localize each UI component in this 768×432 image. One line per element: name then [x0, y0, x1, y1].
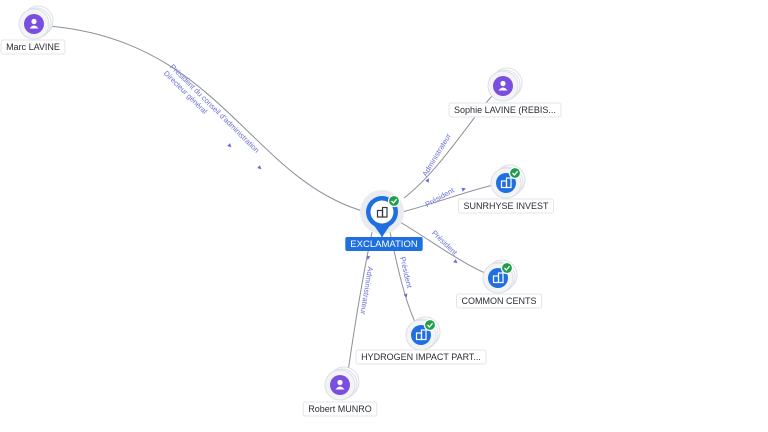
edge-arrow	[257, 165, 262, 170]
node-common[interactable]: COMMON CENTS	[456, 259, 542, 309]
center-node[interactable]: EXCLAMATION	[345, 190, 423, 251]
edge-role-label: Administrateur	[420, 131, 453, 178]
node-label-box	[302, 401, 378, 417]
node-label: Robert MUNRO	[308, 404, 372, 414]
edge-arrow	[227, 143, 232, 148]
node-label: Marc LAVINE	[6, 42, 60, 52]
edge-line	[401, 184, 495, 213]
node-sophie[interactable]: Sophie LAVINE (REBIS...	[448, 67, 562, 118]
verified-check-icon	[423, 318, 437, 332]
person-icon	[29, 18, 39, 29]
node-robert[interactable]: Robert MUNRO	[302, 366, 378, 417]
center-label-box	[345, 237, 423, 251]
edge-marc[interactable]: Président du conseil d'administrationDir…	[47, 25, 367, 213]
edge-role-label: Président	[398, 256, 414, 290]
node-label-box	[457, 198, 555, 214]
node-label-box	[448, 102, 562, 118]
building-icon	[492, 272, 504, 284]
person-icon	[335, 379, 345, 390]
edge-role-label: Président	[430, 229, 460, 258]
center-label: EXCLAMATION	[350, 239, 418, 250]
edge-arrow	[425, 178, 429, 183]
verified-check-icon	[500, 261, 514, 275]
edge-line	[47, 25, 367, 213]
node-label: HYDROGEN IMPACT PART...	[361, 352, 481, 362]
node-sunrhyse[interactable]: SUNRHYSE INVEST	[457, 164, 555, 214]
node-label-box	[456, 293, 542, 309]
node-marc[interactable]: Marc LAVINE	[0, 5, 66, 55]
verified-check-icon	[508, 166, 522, 180]
building-icon	[376, 206, 388, 218]
edge-role-label: Président du conseil d'administration	[168, 62, 261, 154]
nodes-layer: Marc LAVINE Sophie LAVINE (REBIS... SUNRHY…	[0, 5, 562, 417]
node-label: Sophie LAVINE (REBIS...	[454, 105, 556, 115]
node-label: SUNRHYSE INVEST	[463, 201, 549, 211]
edge-arrow	[403, 293, 408, 298]
edge-arrow	[453, 259, 458, 264]
building-icon	[415, 329, 427, 341]
node-hydrogen[interactable]: HYDROGEN IMPACT PART...	[355, 316, 487, 365]
node-label: COMMON CENTS	[462, 296, 537, 306]
edge-arrow	[461, 187, 466, 192]
edge-arrow	[366, 255, 371, 260]
verified-check-icon	[387, 194, 401, 208]
person-icon	[498, 80, 508, 91]
node-label-box	[355, 349, 487, 365]
node-label-box	[0, 39, 66, 55]
building-icon	[500, 177, 512, 189]
edge-line	[399, 221, 486, 274]
